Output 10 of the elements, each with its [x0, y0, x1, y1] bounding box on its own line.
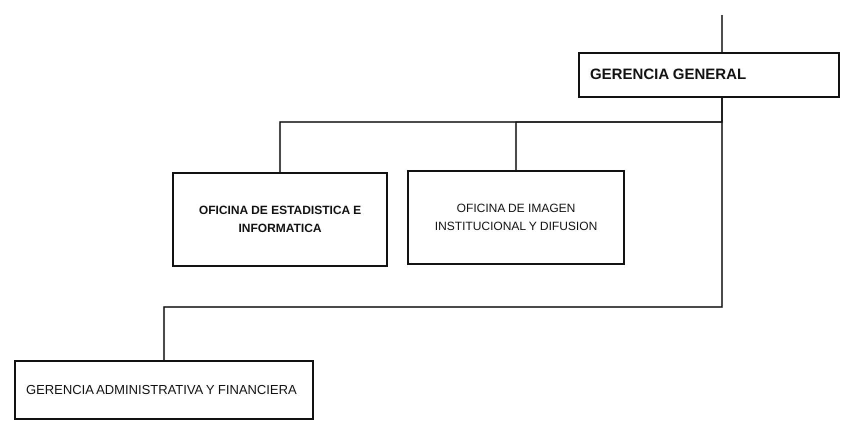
org-unit-box [172, 172, 388, 267]
connector-line [163, 98, 723, 360]
org-unit-box [14, 360, 314, 420]
org-unit-box [407, 170, 625, 265]
unit-name: GERENCIA GENERAL [590, 65, 746, 86]
unit-name: OFICINA DE ESTADISTICA E INFORMATICA [198, 202, 362, 236]
unit-name: GERENCIA ADMINISTRATIVA Y FINANCIERA [26, 380, 297, 399]
connector-line [721, 15, 723, 52]
org-unit-box [578, 52, 840, 98]
unit-name: OFICINA DE IMAGEN INSTITUCIONAL Y DIFUSION [434, 200, 598, 234]
